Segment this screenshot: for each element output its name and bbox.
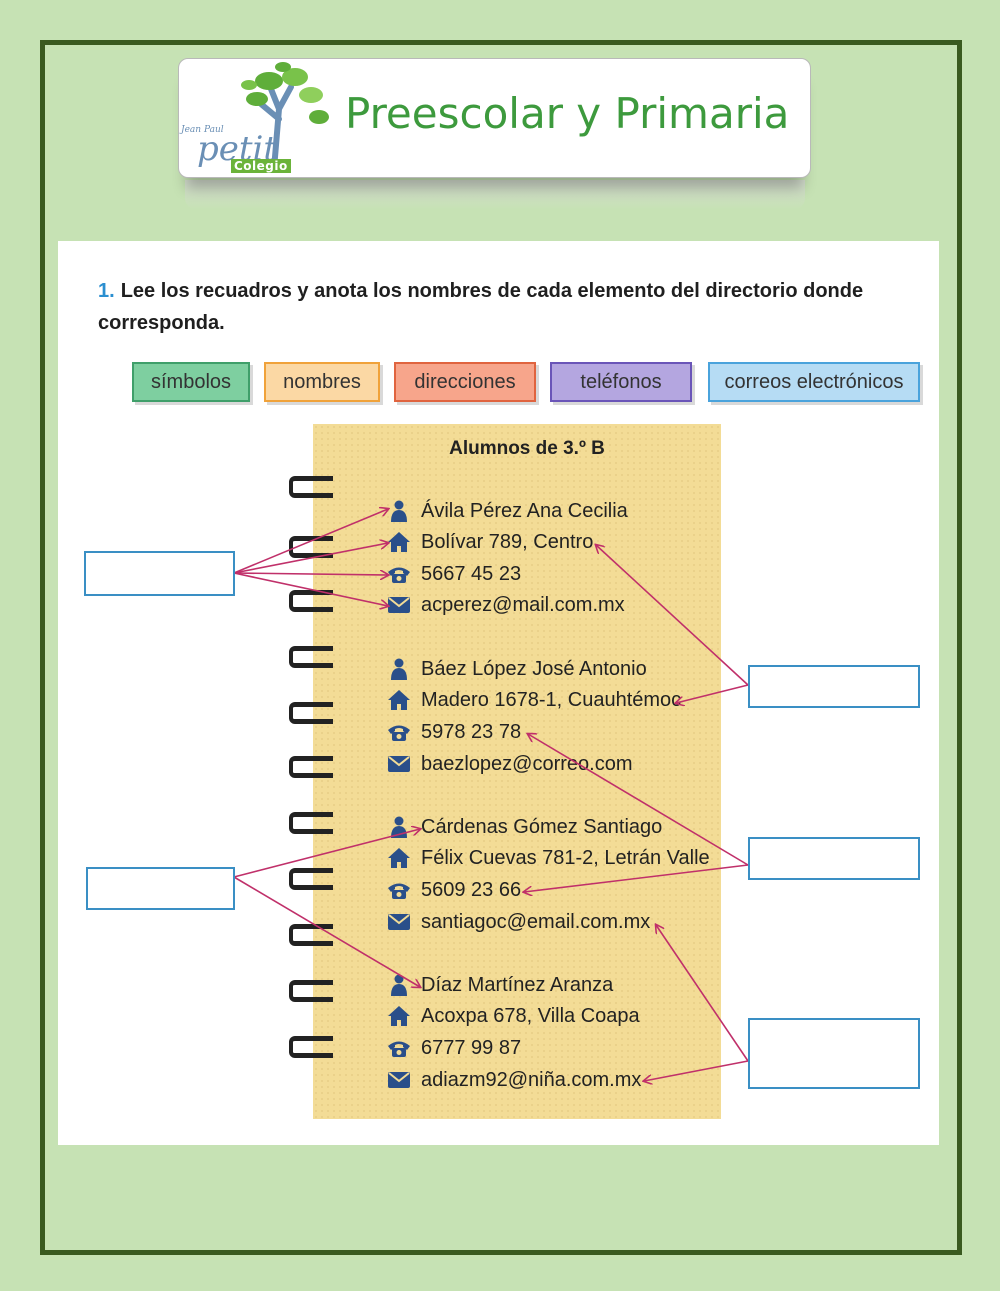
answer-box-left-2[interactable] [86, 867, 235, 910]
house-icon [388, 1006, 410, 1026]
spiral-ring [289, 476, 333, 498]
entry-phone: 6777 99 87 [387, 1033, 521, 1063]
entry-address: Acoxpa 678, Villa Coapa [387, 1001, 640, 1031]
spiral-ring [289, 980, 333, 1002]
entry-phone: 5667 45 23 [387, 559, 521, 589]
notebook-title: Alumnos de 3.º B [449, 438, 605, 459]
entry-phone: 5609 23 66 [387, 875, 521, 905]
envelope-icon [388, 914, 410, 930]
page-frame [40, 40, 962, 1255]
person-icon [391, 974, 407, 996]
phone-icon [388, 567, 410, 583]
chip-direcciones[interactable]: direcciones [394, 362, 536, 402]
entry-email: baezlopez@correo.com [387, 749, 633, 779]
student-phone: 5667 45 23 [421, 562, 522, 585]
student-name: Cárdenas Gómez Santiago [421, 815, 663, 838]
spiral-ring [289, 812, 333, 834]
logo-colegio-badge: Colegio [231, 159, 291, 173]
spiral-ring [289, 1036, 333, 1058]
student-phone: 5609 23 66 [421, 878, 522, 901]
student-address: Acoxpa 678, Villa Coapa [421, 1004, 640, 1027]
student-address: Madero 1678-1, Cuauhtémoc [421, 688, 682, 711]
student-address: Bolívar 789, Centro [421, 530, 594, 553]
spiral-ring [289, 536, 333, 558]
phone-icon [388, 883, 410, 899]
banner-title: Preescolar y Primaria [345, 89, 790, 138]
student-email: adiazm92@niña.com.mx [421, 1068, 642, 1091]
chip-nombres[interactable]: nombres [264, 362, 380, 402]
entry-email: acperez@mail.com.mx [387, 590, 625, 620]
banner-reflection [185, 180, 805, 210]
student-email: acperez@mail.com.mx [421, 593, 625, 616]
entry-email: adiazm92@niña.com.mx [387, 1065, 641, 1095]
person-icon [391, 500, 407, 522]
entry-phone: 5978 23 78 [387, 717, 521, 747]
entry-name: Ávila Pérez Ana Cecilia [387, 496, 628, 526]
chip-simbolos[interactable]: símbolos [132, 362, 250, 402]
chip-telefonos[interactable]: teléfonos [550, 362, 692, 402]
student-phone: 6777 99 87 [421, 1036, 522, 1059]
spiral-ring [289, 702, 333, 724]
phone-icon [388, 725, 410, 741]
student-phone: 5978 23 78 [421, 720, 522, 743]
instruction-text: Lee los recuadros y anota los nombres de… [98, 280, 864, 334]
answer-box-right-2[interactable] [748, 837, 920, 880]
student-name: Báez López José Antonio [421, 657, 647, 680]
instruction-number: 1. [98, 280, 115, 302]
entry-address: Félix Cuevas 781-2, Letrán Valle [387, 843, 710, 873]
person-icon [391, 816, 407, 838]
house-icon [388, 532, 410, 552]
person-icon [391, 658, 407, 680]
spiral-ring [289, 868, 333, 890]
student-address: Félix Cuevas 781-2, Letrán Valle [421, 846, 710, 869]
worksheet: 1.Lee los recuadros y anota los nombres … [58, 241, 939, 1145]
logo-small-text: Jean Paul [181, 125, 224, 135]
directory-notebook: Alumnos de 3.º B Ávila Pérez Ana Cecilia… [289, 424, 721, 1119]
spiral-ring [289, 756, 333, 778]
phone-icon [388, 1041, 410, 1057]
entry-name: Cárdenas Gómez Santiago [387, 812, 662, 842]
entry-name: Báez López José Antonio [387, 654, 647, 684]
entry-address: Madero 1678-1, Cuauhtémoc [387, 685, 681, 715]
answer-box-right-1[interactable] [748, 665, 920, 708]
envelope-icon [388, 1072, 410, 1088]
school-banner: Jean Paul petit Colegio Preescolar y Pri… [178, 58, 811, 178]
envelope-icon [388, 597, 410, 613]
student-name: Ávila Pérez Ana Cecilia [421, 499, 628, 522]
student-email: santiagoc@email.com.mx [421, 910, 651, 933]
answer-box-left-1[interactable] [84, 551, 235, 596]
envelope-icon [388, 756, 410, 772]
spiral-ring [289, 924, 333, 946]
chip-correos[interactable]: correos electrónicos [708, 362, 920, 402]
tree-logo-icon [241, 62, 329, 172]
house-icon [388, 690, 410, 710]
student-email: baezlopez@correo.com [421, 752, 633, 775]
entry-email: santiagoc@email.com.mx [387, 907, 650, 937]
spiral-ring [289, 646, 333, 668]
entry-address: Bolívar 789, Centro [387, 527, 593, 557]
instruction: 1.Lee los recuadros y anota los nombres … [98, 275, 898, 339]
spiral-ring [289, 590, 333, 612]
student-name: Díaz Martínez Aranza [421, 973, 614, 996]
entry-name: Díaz Martínez Aranza [387, 970, 613, 1000]
answer-box-right-3[interactable] [748, 1018, 920, 1089]
house-icon [388, 848, 410, 868]
school-logo: Jean Paul petit Colegio [179, 59, 339, 177]
